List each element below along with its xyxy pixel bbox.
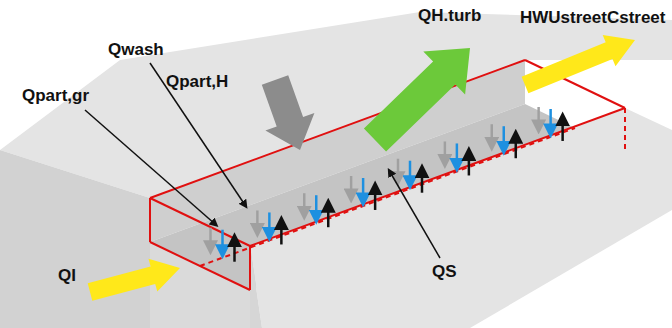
flux-stroke [209, 228, 212, 248]
flux-stroke [549, 109, 552, 131]
flux-stroke [444, 141, 447, 161]
flux-label: QH.turb [418, 6, 481, 26]
flux-stroke [350, 176, 353, 196]
outflow-label: HWUstreetCstreet [520, 8, 665, 28]
flux-stroke [315, 195, 318, 217]
flux-label: QS [432, 262, 457, 282]
flux-stroke [256, 210, 259, 230]
flux-label: QI [58, 266, 76, 286]
flux-stroke [327, 205, 330, 227]
flux-stroke [303, 193, 306, 213]
outflow-arrow [522, 35, 635, 93]
flux-stroke [280, 222, 283, 244]
front-building-end [250, 246, 262, 328]
leader-lines [85, 63, 440, 258]
flux-stroke [233, 240, 236, 262]
flux-stroke [503, 126, 506, 148]
flux-label: Qpart,gr [22, 86, 89, 106]
back-building-end [0, 150, 150, 328]
box-outline [150, 60, 625, 290]
front-roof [250, 108, 672, 328]
turbulent-flux-arrow [364, 48, 470, 152]
flux-stroke [362, 178, 365, 200]
flux-stroke [456, 143, 459, 165]
flux-stroke [515, 136, 518, 158]
flux-label: Qpart,H [166, 72, 228, 92]
flux-stroke [268, 212, 271, 234]
deposition-arrow [262, 75, 315, 150]
flux-stroke [374, 188, 377, 210]
flux-label: Qwash [108, 40, 164, 60]
flux-stroke [537, 107, 540, 127]
flux-stroke [491, 124, 494, 144]
flux-stroke [561, 119, 564, 141]
flux-stroke [409, 161, 412, 183]
flux-stroke [221, 230, 224, 252]
inflow-arrow [88, 259, 180, 301]
flux-stroke [421, 171, 424, 193]
flux-stroke [397, 159, 400, 179]
flux-stroke [468, 153, 471, 175]
